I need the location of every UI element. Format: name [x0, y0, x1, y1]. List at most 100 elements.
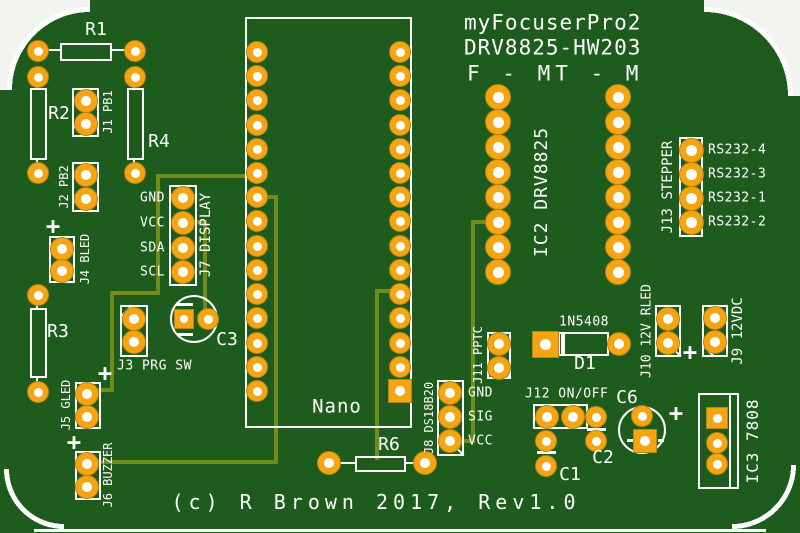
through-hole-pad — [74, 89, 98, 113]
pad-hole — [492, 241, 504, 253]
silkscreen-outline — [655, 305, 681, 357]
label-nano: Nano — [312, 395, 362, 418]
through-hole-pad — [607, 332, 631, 356]
through-hole-pad — [246, 65, 268, 87]
through-hole-pad — [246, 114, 268, 136]
silkscreen-line — [658, 439, 664, 442]
pad-hole — [492, 116, 504, 128]
through-hole-pad — [171, 211, 195, 235]
pad-hole — [33, 290, 43, 300]
through-hole-pad — [438, 429, 462, 453]
pin-label-rs232-3: RS232-3 — [708, 166, 767, 182]
pad-hole — [395, 192, 405, 202]
through-hole-pad — [605, 84, 631, 110]
pad-hole — [252, 386, 262, 396]
through-hole-pad — [246, 41, 268, 63]
pad-hole — [614, 339, 624, 349]
through-hole-pad — [50, 259, 74, 283]
silkscreen-line — [329, 462, 355, 464]
silkscreen-line — [587, 428, 606, 431]
pad-hole — [33, 168, 43, 178]
through-hole-pad — [27, 284, 49, 306]
pad-hole — [252, 144, 262, 154]
label-c3: C3 — [216, 329, 238, 350]
through-hole-pad — [485, 184, 511, 210]
through-hole-pad — [605, 209, 631, 235]
pad-hole — [395, 289, 405, 299]
copper-trace — [87, 460, 278, 464]
label-j4: J4 BLED — [78, 233, 92, 285]
pin-label-display-gnd: GND — [140, 190, 165, 206]
pad-hole — [81, 119, 91, 129]
label-r3: R3 — [47, 321, 69, 342]
pad-hole — [492, 216, 504, 228]
through-hole-pad — [50, 237, 74, 261]
pad-hole — [395, 265, 405, 275]
plus-mark-c6: + — [668, 399, 684, 427]
through-hole-pad — [535, 405, 559, 429]
pad-hole — [82, 482, 92, 492]
pad-hole — [395, 95, 405, 105]
copper-trace — [203, 220, 207, 319]
through-hole-pad — [246, 259, 268, 281]
pad-hole — [252, 241, 262, 251]
pad-hole — [395, 216, 405, 226]
label-r6: R6 — [378, 434, 400, 455]
pad-hole — [252, 71, 262, 81]
pad-hole — [57, 266, 67, 276]
through-hole-pad — [74, 187, 98, 211]
pad-hole — [395, 71, 405, 81]
pad-hole — [612, 241, 624, 253]
pad-hole — [712, 438, 722, 448]
pad-hole — [640, 436, 650, 446]
through-hole-pad — [317, 451, 341, 475]
pad-hole — [637, 411, 647, 421]
pad-hole — [252, 338, 262, 348]
pad-hole — [568, 412, 578, 422]
through-hole-pad — [605, 234, 631, 260]
pad-hole — [252, 120, 262, 130]
through-hole-pad — [389, 41, 411, 63]
through-hole-pad — [389, 138, 411, 160]
through-hole-pad — [389, 283, 411, 305]
silkscreen-line — [537, 451, 556, 454]
through-hole-pad — [389, 89, 411, 111]
label-j6: J6 BUZZER — [101, 442, 115, 508]
plus-mark-j10: + — [682, 338, 698, 366]
pad-hole — [395, 241, 405, 251]
through-hole-pad — [485, 134, 511, 160]
through-hole-pad — [585, 430, 607, 452]
through-hole-pad — [246, 89, 268, 111]
pad-hole — [492, 166, 504, 178]
pin-label-ds-sig: SIG — [468, 409, 493, 425]
through-hole-pad — [678, 137, 704, 163]
copper-trace — [110, 291, 114, 392]
through-hole-pad — [389, 356, 411, 378]
through-hole-pad — [246, 380, 268, 402]
pad-hole — [203, 314, 213, 324]
pin-label-rs232-2: RS232-2 — [708, 214, 767, 230]
pin-label-rs232-1: RS232-1 — [708, 190, 767, 206]
through-hole-pad — [27, 66, 49, 88]
pad-hole — [395, 47, 405, 57]
through-hole-pad — [413, 451, 437, 475]
pad-hole — [612, 266, 624, 278]
through-hole-pad — [487, 332, 511, 356]
pad-hole — [612, 91, 624, 103]
label-j3: J3 PRG SW — [117, 358, 192, 374]
pad-hole — [178, 267, 188, 277]
through-hole-pad — [171, 260, 195, 284]
through-hole-pad — [535, 430, 557, 452]
through-hole-pad — [246, 283, 268, 305]
pad-hole — [81, 194, 91, 204]
pad-hole — [445, 388, 455, 398]
pin-label-display-sda: SDA — [140, 240, 165, 256]
pad-hole — [685, 216, 697, 228]
through-hole-pad — [438, 381, 462, 405]
through-hole-pad — [389, 210, 411, 232]
label-j1: J1 PB1 — [101, 90, 115, 134]
pad-hole — [252, 192, 262, 202]
through-hole-pad — [605, 134, 631, 160]
silkscreen-outline — [30, 88, 47, 160]
